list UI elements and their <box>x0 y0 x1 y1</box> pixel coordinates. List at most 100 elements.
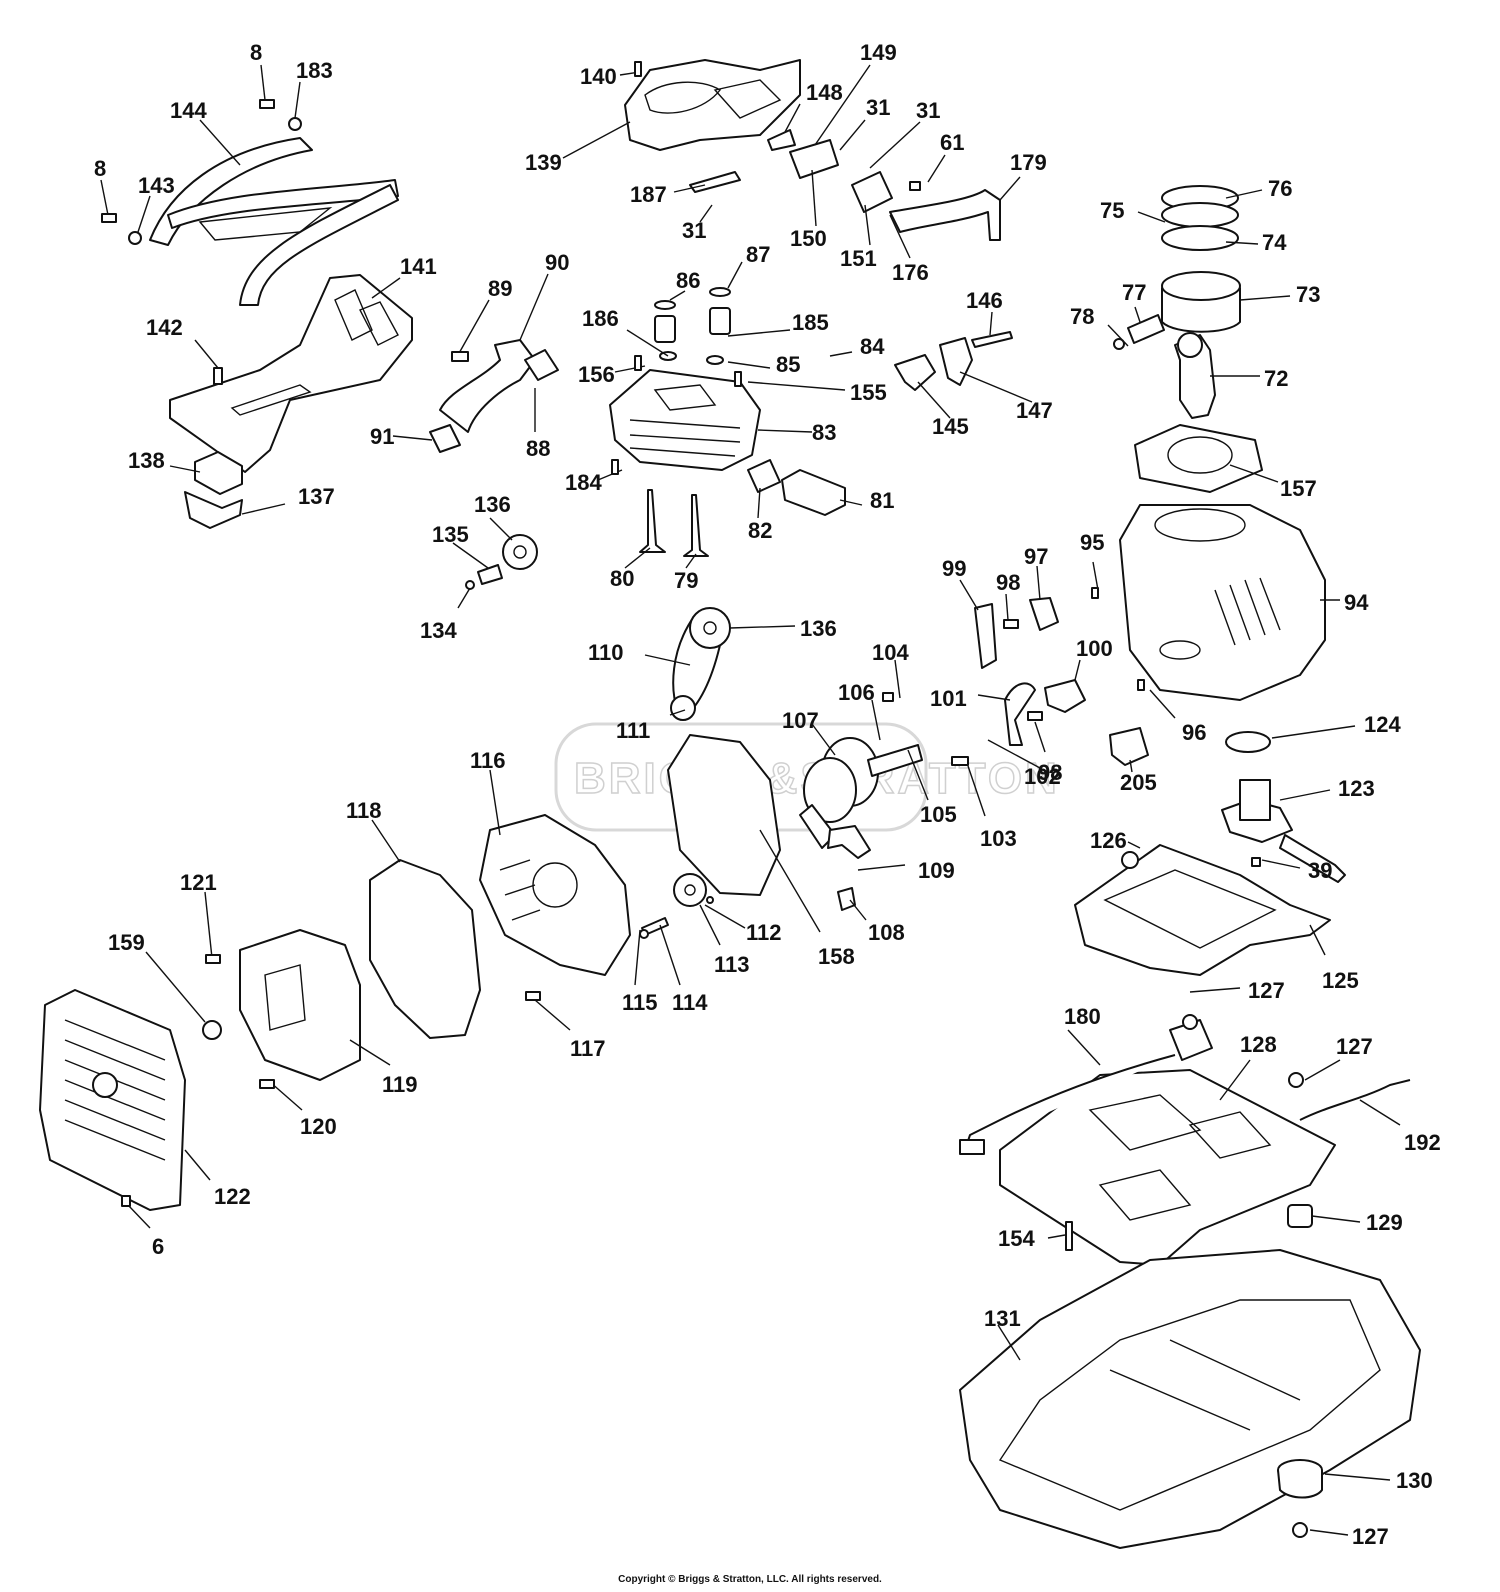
callout-205: 205 <box>1120 770 1157 795</box>
callout-144: 144 <box>170 98 207 123</box>
callout-8: 8 <box>94 156 106 181</box>
callout-117: 117 <box>570 1036 606 1061</box>
callout-151: 151 <box>840 246 877 271</box>
callout-146: 146 <box>966 288 1003 313</box>
plate-187 <box>689 171 741 193</box>
callout-88: 88 <box>526 436 550 461</box>
callout-137: 137 <box>298 484 335 509</box>
oil-gear <box>641 873 707 936</box>
mounting-plate <box>999 1069 1336 1266</box>
callout-125: 125 <box>1322 968 1359 993</box>
callout-114: 114 <box>672 990 708 1015</box>
callout-185: 185 <box>792 310 829 335</box>
callout-78: 78 <box>1070 304 1094 329</box>
callout-184: 184 <box>565 470 602 495</box>
callout-81: 81 <box>870 488 894 513</box>
callout-138: 138 <box>128 448 165 473</box>
callout-134: 134 <box>420 618 457 643</box>
crankcase-gasket <box>667 734 781 896</box>
callout-147: 147 <box>1016 398 1053 423</box>
front-grille <box>39 989 186 1211</box>
intake-parts <box>747 459 846 516</box>
timing-chain <box>670 607 731 721</box>
callout-39: 39 <box>1308 858 1332 883</box>
callout-86: 86 <box>676 268 700 293</box>
callout-90: 90 <box>545 250 569 275</box>
foot-130 <box>1277 1459 1323 1499</box>
callout-154: 154 <box>998 1226 1035 1251</box>
rocker-arms <box>894 331 1013 391</box>
callout-75: 75 <box>1100 198 1124 223</box>
callout-80: 80 <box>610 566 634 591</box>
copyright-notice: Copyright © Briggs & Stratton, LLC. All … <box>618 1574 882 1585</box>
callout-6: 6 <box>152 1234 164 1259</box>
callout-98: 98 <box>1038 760 1062 785</box>
callout-150: 150 <box>790 226 827 251</box>
cover-seal <box>369 859 481 1039</box>
callout-73: 73 <box>1296 282 1320 307</box>
callout-136: 136 <box>474 492 511 517</box>
callout-100: 100 <box>1076 636 1113 661</box>
callout-74: 74 <box>1262 230 1287 255</box>
callout-183: 183 <box>296 58 333 83</box>
callout-91: 91 <box>370 424 394 449</box>
fasteners <box>101 61 1308 1538</box>
callout-95: 95 <box>1080 530 1104 555</box>
callout-112: 112 <box>746 920 782 945</box>
callout-156: 156 <box>578 362 615 387</box>
callout-31: 31 <box>682 218 706 243</box>
crankshaft <box>799 737 923 849</box>
callout-31: 31 <box>866 95 890 120</box>
callout-76: 76 <box>1268 176 1292 201</box>
engine-cover <box>479 814 631 976</box>
valves <box>639 489 709 557</box>
piston <box>1161 271 1241 333</box>
callout-107: 107 <box>782 708 819 733</box>
callout-104: 104 <box>872 640 909 665</box>
rubber-mount <box>1287 1204 1313 1228</box>
callout-94: 94 <box>1344 590 1369 615</box>
nut-159 <box>202 1020 222 1040</box>
callout-98: 98 <box>996 570 1020 595</box>
callout-72: 72 <box>1264 366 1288 391</box>
callout-140: 140 <box>580 64 617 89</box>
callout-113: 113 <box>714 952 750 977</box>
camshaft-sprocket <box>477 534 538 585</box>
callout-158: 158 <box>818 944 855 969</box>
callout-8: 8 <box>250 40 262 65</box>
ground-wire <box>1299 1079 1411 1121</box>
callout-99: 99 <box>942 556 966 581</box>
callout-148: 148 <box>806 80 843 105</box>
callout-118: 118 <box>346 798 382 823</box>
callout-142: 142 <box>146 315 183 340</box>
callout-85: 85 <box>776 352 800 377</box>
callout-128: 128 <box>1240 1032 1277 1057</box>
callout-186: 186 <box>582 306 619 331</box>
callout-77: 77 <box>1122 280 1146 305</box>
head-gasket <box>1134 424 1263 493</box>
callout-84: 84 <box>860 334 885 359</box>
callout-87: 87 <box>746 242 770 267</box>
callout-141: 141 <box>400 254 437 279</box>
callout-192: 192 <box>1404 1130 1441 1155</box>
wrist-pin <box>1127 314 1165 344</box>
callout-89: 89 <box>488 276 512 301</box>
callout-101: 101 <box>930 686 967 711</box>
callout-102: 102 <box>1024 764 1061 789</box>
callout-122: 122 <box>214 1184 251 1209</box>
callout-187: 187 <box>630 182 667 207</box>
callout-111: 111 <box>616 718 650 743</box>
callout-130: 130 <box>1396 1468 1433 1493</box>
crankcase <box>1119 504 1326 701</box>
callout-131: 131 <box>984 1306 1021 1331</box>
mount-block-part <box>184 451 243 529</box>
callout-83: 83 <box>812 420 836 445</box>
exhaust-elbow <box>429 339 559 453</box>
callout-110: 110 <box>588 640 624 665</box>
callout-97: 97 <box>1024 544 1048 569</box>
callout-126: 126 <box>1090 828 1127 853</box>
callout-127: 127 <box>1352 1524 1389 1549</box>
leader-lines <box>100 64 1401 1536</box>
governor-parts <box>974 597 1149 766</box>
